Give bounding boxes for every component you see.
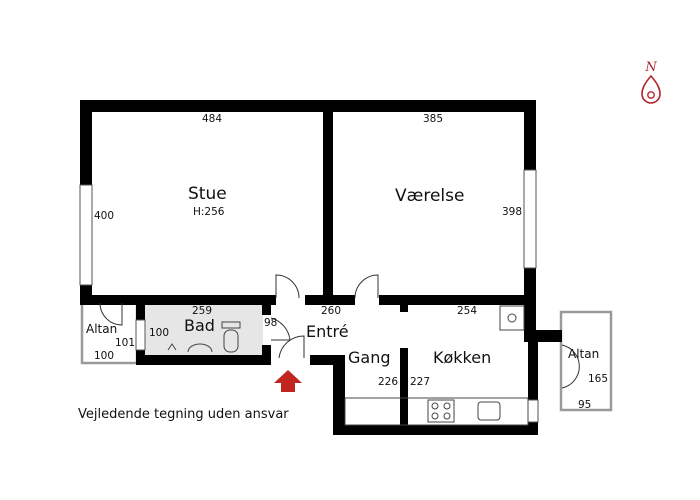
dim-altan-right-depth: 165 [588, 373, 609, 385]
dim-kokken-depth: 227 [410, 376, 431, 388]
dim-altan-right-width: 95 [578, 399, 592, 411]
dim-vaerelse-width: 385 [423, 113, 444, 125]
room-gang-label: Gang [348, 348, 391, 367]
balcony-right [559, 310, 613, 412]
room-stue-label: Stue [188, 184, 227, 204]
fixtures [167, 305, 529, 426]
room-entre-label: Entré [306, 322, 349, 341]
doors [99, 274, 580, 389]
dim-stue-depth: 400 [94, 210, 115, 222]
windows [79, 169, 539, 423]
room-altan-right-label: Altan [568, 347, 600, 361]
dim-kokken-width: 254 [457, 305, 478, 317]
dim-altan-left-depth: 101 [115, 337, 136, 349]
walls [80, 100, 562, 435]
room-vaerelse-label: Værelse [395, 186, 465, 206]
dim-altan-left-width: 100 [94, 350, 115, 362]
room-stue-height: H:256 [193, 206, 225, 218]
dim-vaerelse-depth: 398 [502, 206, 523, 218]
room-altan-left-label: Altan [86, 322, 118, 336]
room-bad-label: Bad [184, 316, 215, 335]
dim-bad-width: 259 [192, 305, 213, 317]
room-kokken-label: Køkken [433, 348, 492, 367]
bath-floor [145, 304, 263, 356]
north-compass-icon: N [641, 60, 661, 104]
north-label: N [644, 60, 657, 75]
dim-entre-width: 260 [321, 305, 342, 317]
dim-bad-depth: 100 [149, 327, 170, 339]
dim-gang-width: 226 [378, 376, 399, 388]
disclaimer-note: Vejledende tegning uden ansvar [78, 407, 289, 422]
dim-entre-depth: 98 [264, 317, 278, 329]
entrance-arrow-icon [274, 370, 302, 392]
dim-stue-width: 484 [202, 113, 223, 125]
